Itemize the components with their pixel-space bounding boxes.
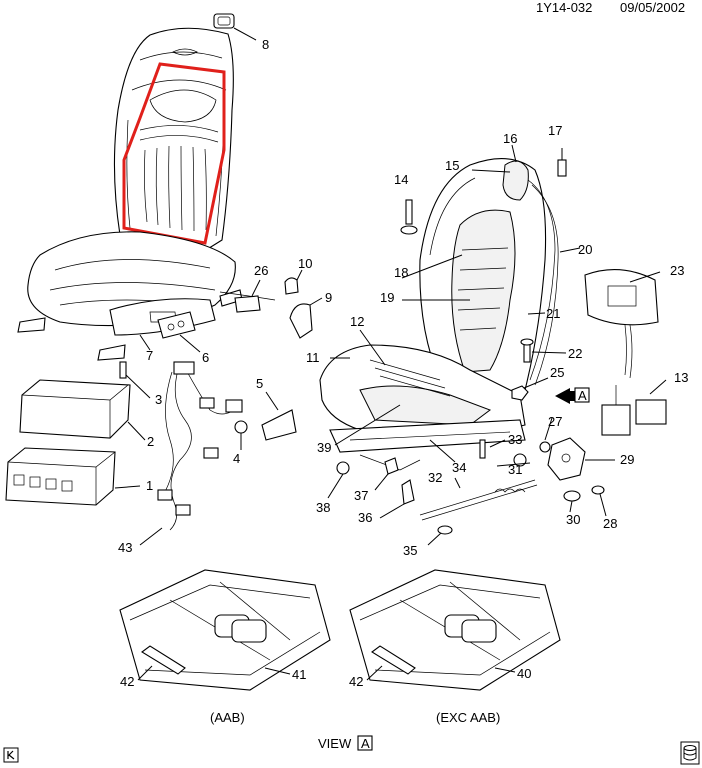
callout-29: 29 <box>620 452 634 467</box>
part-42-strip-right <box>371 645 416 675</box>
callout-4: 4 <box>233 451 240 466</box>
part-36-clip <box>379 479 415 519</box>
callout-labels: 1 2 3 4 5 6 7 8 9 10 11 12 13 14 15 16 1… <box>118 37 688 689</box>
part-6-switch <box>157 311 201 353</box>
part-31-nut <box>513 453 527 467</box>
caption-exc-aab: (EXC AAB) <box>436 710 500 725</box>
caption-view-marker: A <box>357 735 373 751</box>
svg-text:A: A <box>578 388 587 403</box>
part-30-pin <box>563 490 581 513</box>
view-a-arrow: A <box>555 387 590 404</box>
callout-32: 32 <box>428 470 442 485</box>
callout-21: 21 <box>546 306 560 321</box>
callout-43: 43 <box>118 540 132 555</box>
part-42-strip-left <box>141 645 186 675</box>
part-10-clip <box>284 269 303 295</box>
part-37-clip <box>374 457 399 491</box>
callout-8: 8 <box>262 37 269 52</box>
callout-22: 22 <box>568 346 582 361</box>
callout-35: 35 <box>403 543 417 558</box>
callout-9: 9 <box>325 290 332 305</box>
part-26-cable <box>219 279 276 313</box>
callout-11: 11 <box>306 350 320 365</box>
part-7-trim <box>139 334 151 351</box>
part-1-module <box>5 447 141 506</box>
caption-view: VIEW <box>318 736 352 751</box>
part-35-pin <box>427 525 453 546</box>
callout-5: 5 <box>256 376 263 391</box>
callout-41: 41 <box>292 667 306 682</box>
part-32-rod <box>419 479 538 521</box>
callout-7: 7 <box>146 348 153 363</box>
callout-26: 26 <box>254 263 268 278</box>
part-4-bolt <box>234 420 248 450</box>
callout-3: 3 <box>155 392 162 407</box>
part-23-module <box>584 269 659 379</box>
callout-33: 33 <box>508 432 522 447</box>
callout-31: 31 <box>508 462 522 477</box>
callout-36: 36 <box>358 510 372 525</box>
callout-40: 40 <box>517 666 531 681</box>
callout-14: 14 <box>394 172 408 187</box>
callout-38: 38 <box>316 500 330 515</box>
part-13-module <box>601 385 667 436</box>
callout-2: 2 <box>147 434 154 449</box>
callout-20: 20 <box>578 242 592 257</box>
part-14-bolt <box>400 199 418 235</box>
callout-37: 37 <box>354 488 368 503</box>
part-5-bracket <box>261 391 297 441</box>
callout-18: 18 <box>394 265 408 280</box>
part-17-bolt <box>557 148 567 177</box>
part-25-nut <box>511 377 549 401</box>
assembled-seat <box>17 27 243 361</box>
part-9-bracket <box>289 297 323 339</box>
callout-15: 15 <box>445 158 459 173</box>
part-43-harness <box>139 361 243 546</box>
part-3-screw <box>119 361 151 399</box>
part-2-module <box>19 379 146 441</box>
leader-lines <box>330 144 667 489</box>
part-28-pin <box>591 485 607 517</box>
part-33-bolt <box>479 439 486 459</box>
part-22-bolt <box>520 338 567 363</box>
callout-30: 30 <box>566 512 580 527</box>
diagram-date: 09/05/2002 <box>620 0 685 15</box>
callout-16: 16 <box>503 131 517 146</box>
part-27-washer <box>539 441 551 453</box>
callout-39: 39 <box>317 440 331 455</box>
diagram-code: 1Y14-032 <box>536 0 592 15</box>
callout-42-right: 42 <box>349 674 363 689</box>
database-icon[interactable] <box>680 741 700 765</box>
callout-1: 1 <box>146 478 153 493</box>
exploded-seat <box>319 158 559 471</box>
callout-6: 6 <box>202 350 209 365</box>
k-icon[interactable] <box>3 747 19 763</box>
callout-17: 17 <box>548 123 562 138</box>
callout-25: 25 <box>550 365 564 380</box>
callout-34: 34 <box>452 460 466 475</box>
callout-12: 12 <box>350 314 364 329</box>
callout-13: 13 <box>674 370 688 385</box>
callout-42-left: 42 <box>120 674 134 689</box>
callout-23: 23 <box>670 263 684 278</box>
callout-10: 10 <box>298 256 312 271</box>
svg-text:A: A <box>361 736 370 751</box>
callout-19: 19 <box>380 290 394 305</box>
callout-27: 27 <box>548 414 562 429</box>
part-8-trim-cap <box>213 13 257 41</box>
part-29-bracket <box>547 437 615 481</box>
part-38-bolt <box>327 461 350 499</box>
caption-aab: (AAB) <box>210 710 245 725</box>
callout-28: 28 <box>603 516 617 531</box>
